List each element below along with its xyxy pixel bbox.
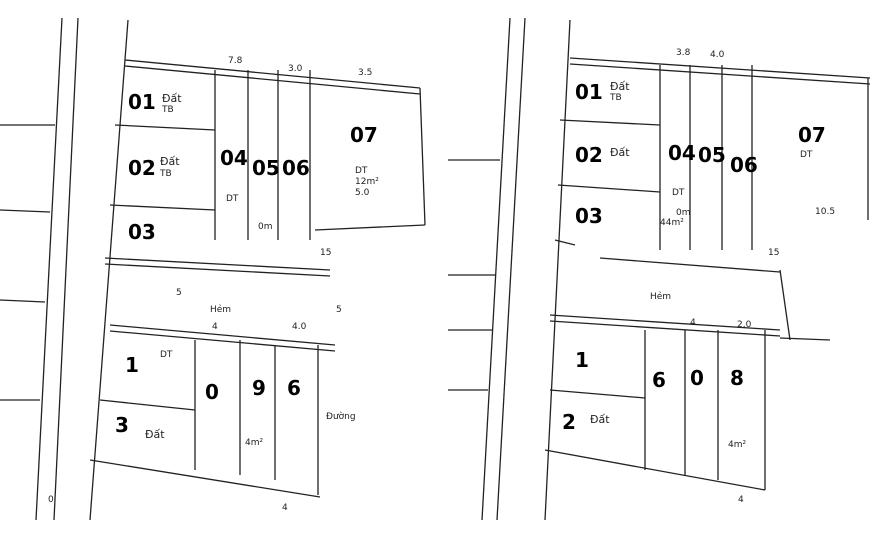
dimension: 4.0	[710, 50, 725, 60]
dimension: 4	[690, 318, 696, 328]
dimension: 0	[48, 495, 54, 505]
lot-note: Đất	[160, 155, 180, 168]
dimension: 10.5	[815, 207, 836, 217]
lot-area: 12m²	[355, 177, 379, 187]
dimension: 2.0	[737, 320, 752, 330]
dimension: 4	[212, 322, 218, 332]
dimension: 4.0	[292, 322, 307, 332]
lot-number: 07	[350, 123, 378, 147]
lot-note: Đất	[590, 413, 610, 426]
lot-number: 01	[128, 90, 156, 114]
lot-note: Đất	[610, 80, 630, 93]
lot-number: 02	[575, 143, 603, 167]
lot-sub: TB	[160, 169, 172, 179]
lot-number: 8	[730, 366, 744, 390]
lot-number: 3	[115, 413, 129, 437]
misc-label: 4m²	[245, 438, 264, 448]
dimension: 5	[176, 288, 182, 298]
lot-number: 03	[128, 220, 156, 244]
lot-number: 04	[668, 141, 696, 165]
lot-note: DT	[160, 350, 173, 360]
dimension: 3.0	[288, 64, 303, 74]
lot-number: 04	[220, 146, 248, 170]
lot-note: Đất	[162, 92, 182, 105]
lot-sub: TB	[162, 105, 174, 115]
lot-note: Đất	[610, 146, 630, 159]
lot-note: DT	[800, 150, 813, 160]
lot-number: 0	[205, 380, 219, 404]
lot-number: 06	[282, 156, 310, 180]
misc-label: Hẻm	[210, 305, 232, 315]
lot-number: 0	[690, 366, 704, 390]
misc-label: 4m²	[728, 440, 747, 450]
lot-sub: TB	[610, 93, 622, 103]
dimension: 3.5	[358, 68, 373, 78]
lot-number: 01	[575, 80, 603, 104]
lot-number: 05	[252, 156, 280, 180]
dimension: 4	[738, 495, 744, 505]
lot-number: 2	[562, 410, 576, 434]
misc-label: 0m	[676, 208, 691, 218]
dimension: 5	[336, 305, 342, 315]
misc-label: Hẻm	[650, 292, 672, 302]
lot-note: DT	[355, 166, 368, 176]
lot-note: Đất	[145, 428, 165, 441]
lot-number: 1	[575, 348, 589, 372]
lot-number: 02	[128, 156, 156, 180]
lot-number: 1	[125, 353, 139, 377]
dimension: 7.8	[228, 56, 243, 66]
misc-label: DT	[226, 194, 239, 204]
misc-label: DT	[672, 188, 685, 198]
lot-number: 6	[652, 368, 666, 392]
lot-note: Đường	[326, 412, 356, 422]
dimension: 15	[768, 248, 780, 258]
dimension: 15	[320, 248, 332, 258]
misc-label: 0m	[258, 222, 273, 232]
misc-label: 44m²	[660, 218, 684, 228]
lot-number: 6	[287, 376, 301, 400]
lot-number: 9	[252, 376, 266, 400]
lot-number: 03	[575, 204, 603, 228]
dimension: 4	[282, 503, 288, 513]
lot-number: 06	[730, 153, 758, 177]
lot-dim: 5.0	[355, 188, 370, 198]
lot-number: 07	[798, 123, 826, 147]
lot-number: 05	[698, 143, 726, 167]
dimension: 3.8	[676, 48, 691, 58]
